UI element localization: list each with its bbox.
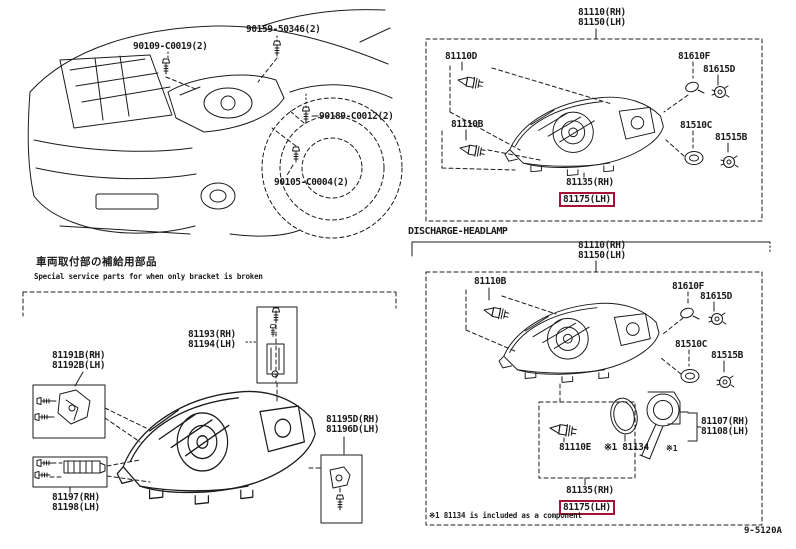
part-number-label[interactable]: 90105-C0004(2)	[274, 177, 349, 188]
bolt-icon	[292, 146, 300, 163]
part-number-label[interactable]: 81110D	[445, 51, 477, 62]
bracket-part-label[interactable]: 81191B(RH) 81192B(LH)	[52, 350, 106, 371]
cap-icon	[680, 369, 700, 383]
part-number-label[interactable]: 81110B	[474, 276, 506, 287]
part-number-label[interactable]: 81135(RH)	[566, 485, 614, 496]
part-number-label[interactable]: 81110B	[451, 119, 483, 130]
service-parts-section	[22, 291, 397, 524]
bracket-box-side	[320, 454, 363, 524]
bolt-icon	[302, 106, 310, 123]
socket-icon	[711, 85, 730, 98]
headlamp-assembly-drawing	[498, 302, 660, 383]
footnote-reference-mark: ※1	[666, 444, 678, 453]
figure-code: 9-5120A	[744, 526, 782, 536]
assembly-title-lh: 81150(LH)	[578, 17, 626, 28]
turn-signal-bulb-icon	[680, 307, 700, 320]
discharge-section-bracket	[411, 241, 771, 257]
socket-icon	[708, 312, 727, 325]
part-number-label[interactable]: 81615D	[703, 64, 735, 75]
part-number-label: 81107(RH)	[701, 416, 749, 427]
section-heading-discharge: DISCHARGE-HEADLAMP	[408, 226, 508, 237]
panel-footnote: ※1 81134 is included as a component	[429, 511, 582, 520]
highlighted-part-callout[interactable]: 81175(LH)	[559, 495, 615, 515]
halogen-bulb-icon	[456, 74, 485, 91]
assembly-title-rh: 81110(RH)	[578, 7, 626, 18]
part-number-label[interactable]: ※1 81134	[604, 442, 649, 453]
bolt-icon	[162, 58, 170, 75]
part-number-label[interactable]: 81515B	[711, 350, 743, 361]
part-number-label-selected: 81175(LH)	[559, 192, 615, 207]
part-number-label: 81108(LH)	[701, 426, 749, 437]
part-number-label[interactable]: 81615D	[700, 291, 732, 302]
part-number-label: 81191B(RH)	[52, 350, 106, 361]
part-number-label: 81192B(LH)	[52, 360, 106, 371]
part-number-label[interactable]: 81510C	[675, 339, 707, 350]
part-number-label[interactable]: 81610F	[672, 281, 704, 292]
part-number-label: 81196D(LH)	[326, 424, 380, 435]
part-number-label[interactable]: 90159-50346(2)	[246, 24, 321, 35]
turn-signal-bulb-icon	[685, 81, 705, 94]
assembly-title-lh: 81150(LH)	[578, 250, 626, 261]
headlamp-assembly-drawing	[116, 390, 316, 505]
part-number-label: 81195D(RH)	[326, 414, 380, 425]
part-number-label[interactable]: 81510C	[680, 120, 712, 131]
service-title-english: Special service parts for when only brac…	[34, 272, 263, 281]
bracket-part-label[interactable]: 81195D(RH) 81196D(LH)	[326, 414, 380, 435]
part-number-label[interactable]: 90189-C0012(2)	[319, 111, 394, 122]
part-number-label[interactable]: 81110E	[559, 442, 591, 453]
cap-icon	[684, 151, 704, 165]
service-title-japanese: 車両取付部の補給用部品	[36, 256, 157, 268]
bracket-box-lower	[32, 456, 108, 488]
headlamp-panel-top	[425, 28, 763, 222]
part-number-label: 81193(RH)	[188, 329, 236, 340]
part-number-label: 81197(RH)	[52, 492, 100, 503]
discharge-bulb-icon	[548, 421, 578, 438]
assembly-title-bottom[interactable]: 81110(RH) 81150(LH)	[578, 241, 626, 261]
part-number-label-selected: 81175(LH)	[559, 500, 615, 515]
assembly-title-top[interactable]: 81110(RH) 81150(LH)	[578, 8, 626, 28]
headlamp-panel-bottom	[425, 260, 763, 526]
socket-icon	[716, 375, 735, 388]
assembly-title-rh: 81110(RH)	[578, 240, 626, 251]
bracket-box-top	[256, 306, 298, 384]
bolt-icon	[273, 40, 281, 57]
vehicle-front-drawing	[27, 9, 403, 239]
part-number-label: 81194(LH)	[188, 339, 236, 350]
highlighted-part-callout[interactable]: 81175(LH)	[559, 187, 615, 207]
halogen-bulb-icon	[458, 142, 487, 159]
o-ring-icon	[610, 397, 638, 435]
ballast-part-label[interactable]: 81107(RH) 81108(LH)	[701, 417, 749, 437]
bracket-box-upper	[32, 384, 106, 439]
igniter-drawing	[639, 391, 681, 460]
socket-icon	[720, 155, 739, 168]
part-number-label[interactable]: 90109-C0019(2)	[133, 41, 208, 52]
part-number-label: 81198(LH)	[52, 502, 100, 513]
bracket-part-label[interactable]: 81193(RH) 81194(LH)	[188, 330, 236, 350]
part-number-label[interactable]: 81610F	[678, 51, 710, 62]
part-number-label[interactable]: 81515B	[715, 132, 747, 143]
headlamp-assembly-drawing	[504, 96, 664, 177]
bracket-part-label[interactable]: 81197(RH) 81198(LH)	[52, 493, 100, 513]
part-number-label[interactable]: 81135(RH)	[566, 177, 614, 188]
halogen-bulb-icon	[482, 304, 511, 322]
